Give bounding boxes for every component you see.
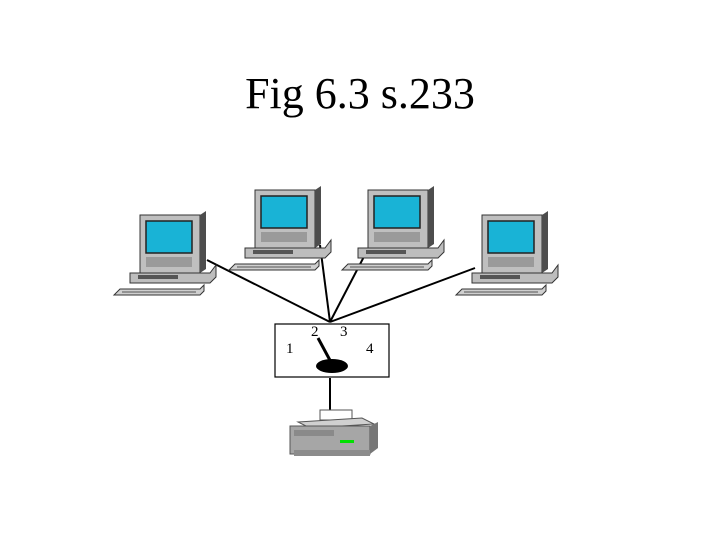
switch-position-1: 1: [286, 341, 294, 357]
switch-position-3: 3: [340, 324, 348, 340]
printer: [289, 409, 378, 456]
printer-tray: [294, 430, 334, 436]
computer-3: [341, 185, 445, 271]
printer-base: [294, 450, 370, 456]
switch-knob: [316, 359, 348, 373]
slide-title: Fig 6.3 s.233: [245, 69, 475, 118]
computer-4: [455, 210, 559, 296]
switch-position-4: 4: [366, 341, 374, 357]
switch-box: [274, 323, 390, 378]
printer-status-light: [340, 440, 354, 443]
line-computer-1: [206, 259, 331, 323]
printer-side: [370, 422, 378, 454]
switch-position-2: 2: [311, 324, 319, 340]
computer-2: [228, 185, 332, 271]
line-computer-4: [329, 267, 476, 323]
computer-1: [113, 210, 217, 296]
